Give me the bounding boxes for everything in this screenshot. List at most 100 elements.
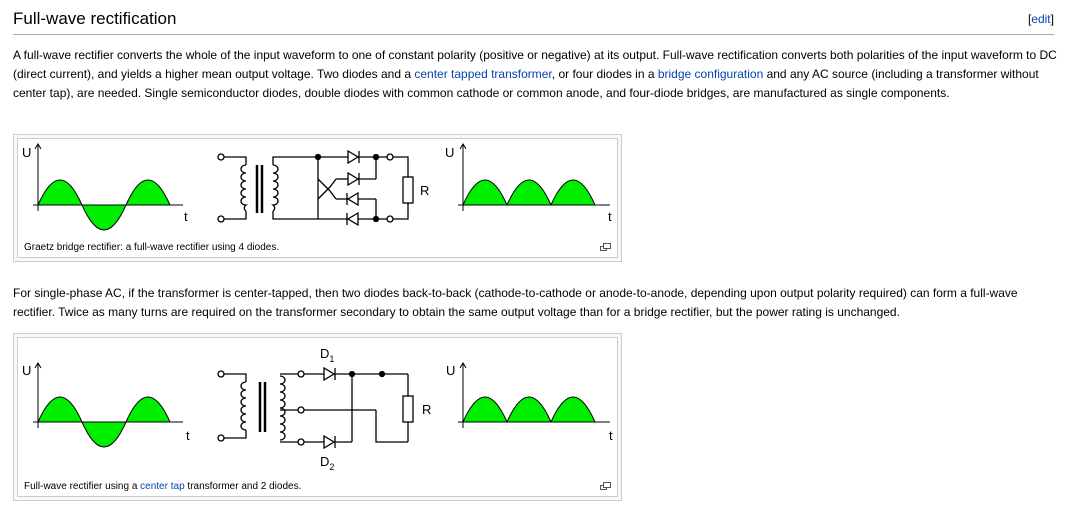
primary2-lead-bottom bbox=[224, 430, 247, 439]
output-terminal-top bbox=[386, 153, 394, 161]
output-waveform: U t bbox=[445, 143, 612, 224]
center-tap-link[interactable]: center tap bbox=[140, 481, 185, 492]
output-u-label: U bbox=[445, 145, 454, 160]
junction-1 bbox=[314, 153, 322, 161]
output-half-2 bbox=[506, 179, 552, 206]
figure2-image-frame[interactable]: U t bbox=[17, 337, 618, 497]
input2-t-label: t bbox=[186, 428, 190, 443]
output2-t-label: t bbox=[609, 428, 613, 443]
secondary2-coil bbox=[279, 375, 286, 441]
input2-positive-half-2 bbox=[125, 396, 171, 423]
input-negative-half bbox=[81, 204, 127, 231]
output2-half-3 bbox=[550, 396, 596, 423]
diode-d2 bbox=[323, 434, 336, 450]
input-u-label: U bbox=[22, 145, 31, 160]
input2-u-label: U bbox=[22, 363, 31, 378]
para1-text-1: A full-wave rectifier converts the whole… bbox=[13, 48, 1057, 81]
output2-u-arrow bbox=[459, 362, 467, 369]
output-waveform-2: U t bbox=[446, 362, 613, 443]
secondary-terminal-bottom bbox=[297, 438, 305, 446]
input-positive-half bbox=[37, 179, 83, 206]
primary-coil bbox=[240, 164, 249, 212]
diode-2 bbox=[347, 171, 360, 187]
output-half-3 bbox=[550, 179, 596, 206]
output2-u-label: U bbox=[446, 363, 455, 378]
input-positive-half-2 bbox=[125, 179, 171, 206]
magnify-icon[interactable] bbox=[600, 482, 611, 490]
junction-out bbox=[378, 370, 386, 378]
input-u-arrow bbox=[34, 143, 42, 150]
d1-sub: 1 bbox=[329, 354, 334, 364]
cross-wire-4 bbox=[329, 190, 337, 200]
junction-3 bbox=[372, 215, 380, 223]
secondary-terminal-top bbox=[297, 370, 305, 378]
figure2-caption-text-2: transformer and 2 diodes. bbox=[184, 481, 302, 492]
edit-link[interactable]: edit bbox=[1031, 12, 1051, 26]
load-lead-bottom bbox=[393, 203, 409, 220]
d1-label: D1 bbox=[320, 346, 334, 364]
primary-lead-bottom bbox=[224, 211, 247, 220]
primary2-lead-top bbox=[224, 373, 247, 382]
diode-bridge bbox=[314, 149, 414, 227]
d2-sub: 2 bbox=[329, 462, 334, 472]
diode-d1 bbox=[323, 366, 336, 382]
cross-wire-2 bbox=[317, 178, 331, 192]
input-waveform-2: U t bbox=[22, 362, 190, 448]
output-half-1 bbox=[462, 179, 508, 206]
load-lead-top bbox=[393, 156, 409, 177]
bridge-configuration-link[interactable]: bridge configuration bbox=[657, 67, 764, 81]
primary-lead-top bbox=[224, 156, 247, 165]
output-u-arrow bbox=[459, 143, 467, 150]
input-waveform: U t bbox=[22, 143, 188, 231]
input-terminal-top bbox=[217, 153, 225, 161]
para1-text-2: , or four diodes in a bbox=[551, 67, 658, 81]
secondary-lead-bottom bbox=[272, 211, 318, 220]
figure-bridge-rectifier: U t bbox=[13, 134, 622, 262]
para1-text-3: and any AC source (including a transform… bbox=[13, 67, 1039, 100]
input-u-arrow-2 bbox=[34, 362, 42, 369]
return-wire-2 bbox=[375, 410, 408, 443]
section-heading: Full-wave rectification [edit] bbox=[13, 8, 1054, 35]
junction-2 bbox=[372, 153, 380, 161]
resistor2-label: R bbox=[422, 402, 431, 417]
diode-3 bbox=[346, 191, 359, 207]
cross-wire-3 bbox=[329, 178, 337, 188]
figure2-caption-text-1: Full-wave rectifier using a bbox=[24, 481, 141, 492]
load-resistor bbox=[402, 176, 414, 204]
figure-center-tap-rectifier: U t bbox=[13, 333, 622, 501]
secondary-lead-top bbox=[272, 156, 318, 165]
transformer bbox=[217, 153, 318, 223]
load2-resistor bbox=[402, 395, 414, 423]
output-terminal-bottom bbox=[386, 215, 394, 223]
center-tapped-transformer-link[interactable]: center tapped transformer bbox=[414, 67, 552, 81]
secondary-coil bbox=[270, 164, 279, 212]
section-title: Full-wave rectification bbox=[13, 9, 177, 28]
secondary-terminal-center bbox=[297, 406, 305, 414]
primary2-coil bbox=[240, 381, 247, 431]
resistor-label: R bbox=[420, 183, 429, 198]
center-tap-rectifier-diagram: U t bbox=[22, 346, 613, 472]
diode-4 bbox=[346, 211, 359, 227]
input2-positive-half bbox=[37, 396, 83, 423]
input2-negative-half bbox=[81, 421, 127, 448]
output2-half-1 bbox=[462, 396, 508, 423]
figure1-image-frame[interactable]: U t bbox=[17, 138, 618, 258]
output2-half-2 bbox=[506, 396, 552, 423]
diode-1 bbox=[347, 149, 360, 165]
edit-close-bracket: ] bbox=[1050, 12, 1054, 26]
center-tap-transformer bbox=[217, 366, 414, 450]
edit-open-bracket: [ bbox=[1027, 12, 1032, 26]
d2-main: D bbox=[320, 454, 329, 469]
paragraph-center-tap: For single-phase AC, if the transformer … bbox=[13, 286, 1018, 319]
input2-terminal-top bbox=[217, 370, 225, 378]
input-t-label: t bbox=[184, 209, 188, 224]
bridge-rectifier-diagram: U t bbox=[22, 143, 612, 231]
edit-section: [edit] bbox=[1028, 12, 1054, 26]
figure1-caption: Graetz bridge rectifier: a full-wave rec… bbox=[24, 242, 280, 253]
figure2-caption: Full-wave rectifier using a center tap t… bbox=[24, 481, 301, 492]
magnify-icon[interactable] bbox=[600, 243, 611, 251]
input-terminal-bottom bbox=[217, 215, 225, 223]
junction-d1 bbox=[348, 370, 356, 378]
output-t-label: t bbox=[608, 209, 612, 224]
d1-main: D bbox=[320, 346, 329, 361]
